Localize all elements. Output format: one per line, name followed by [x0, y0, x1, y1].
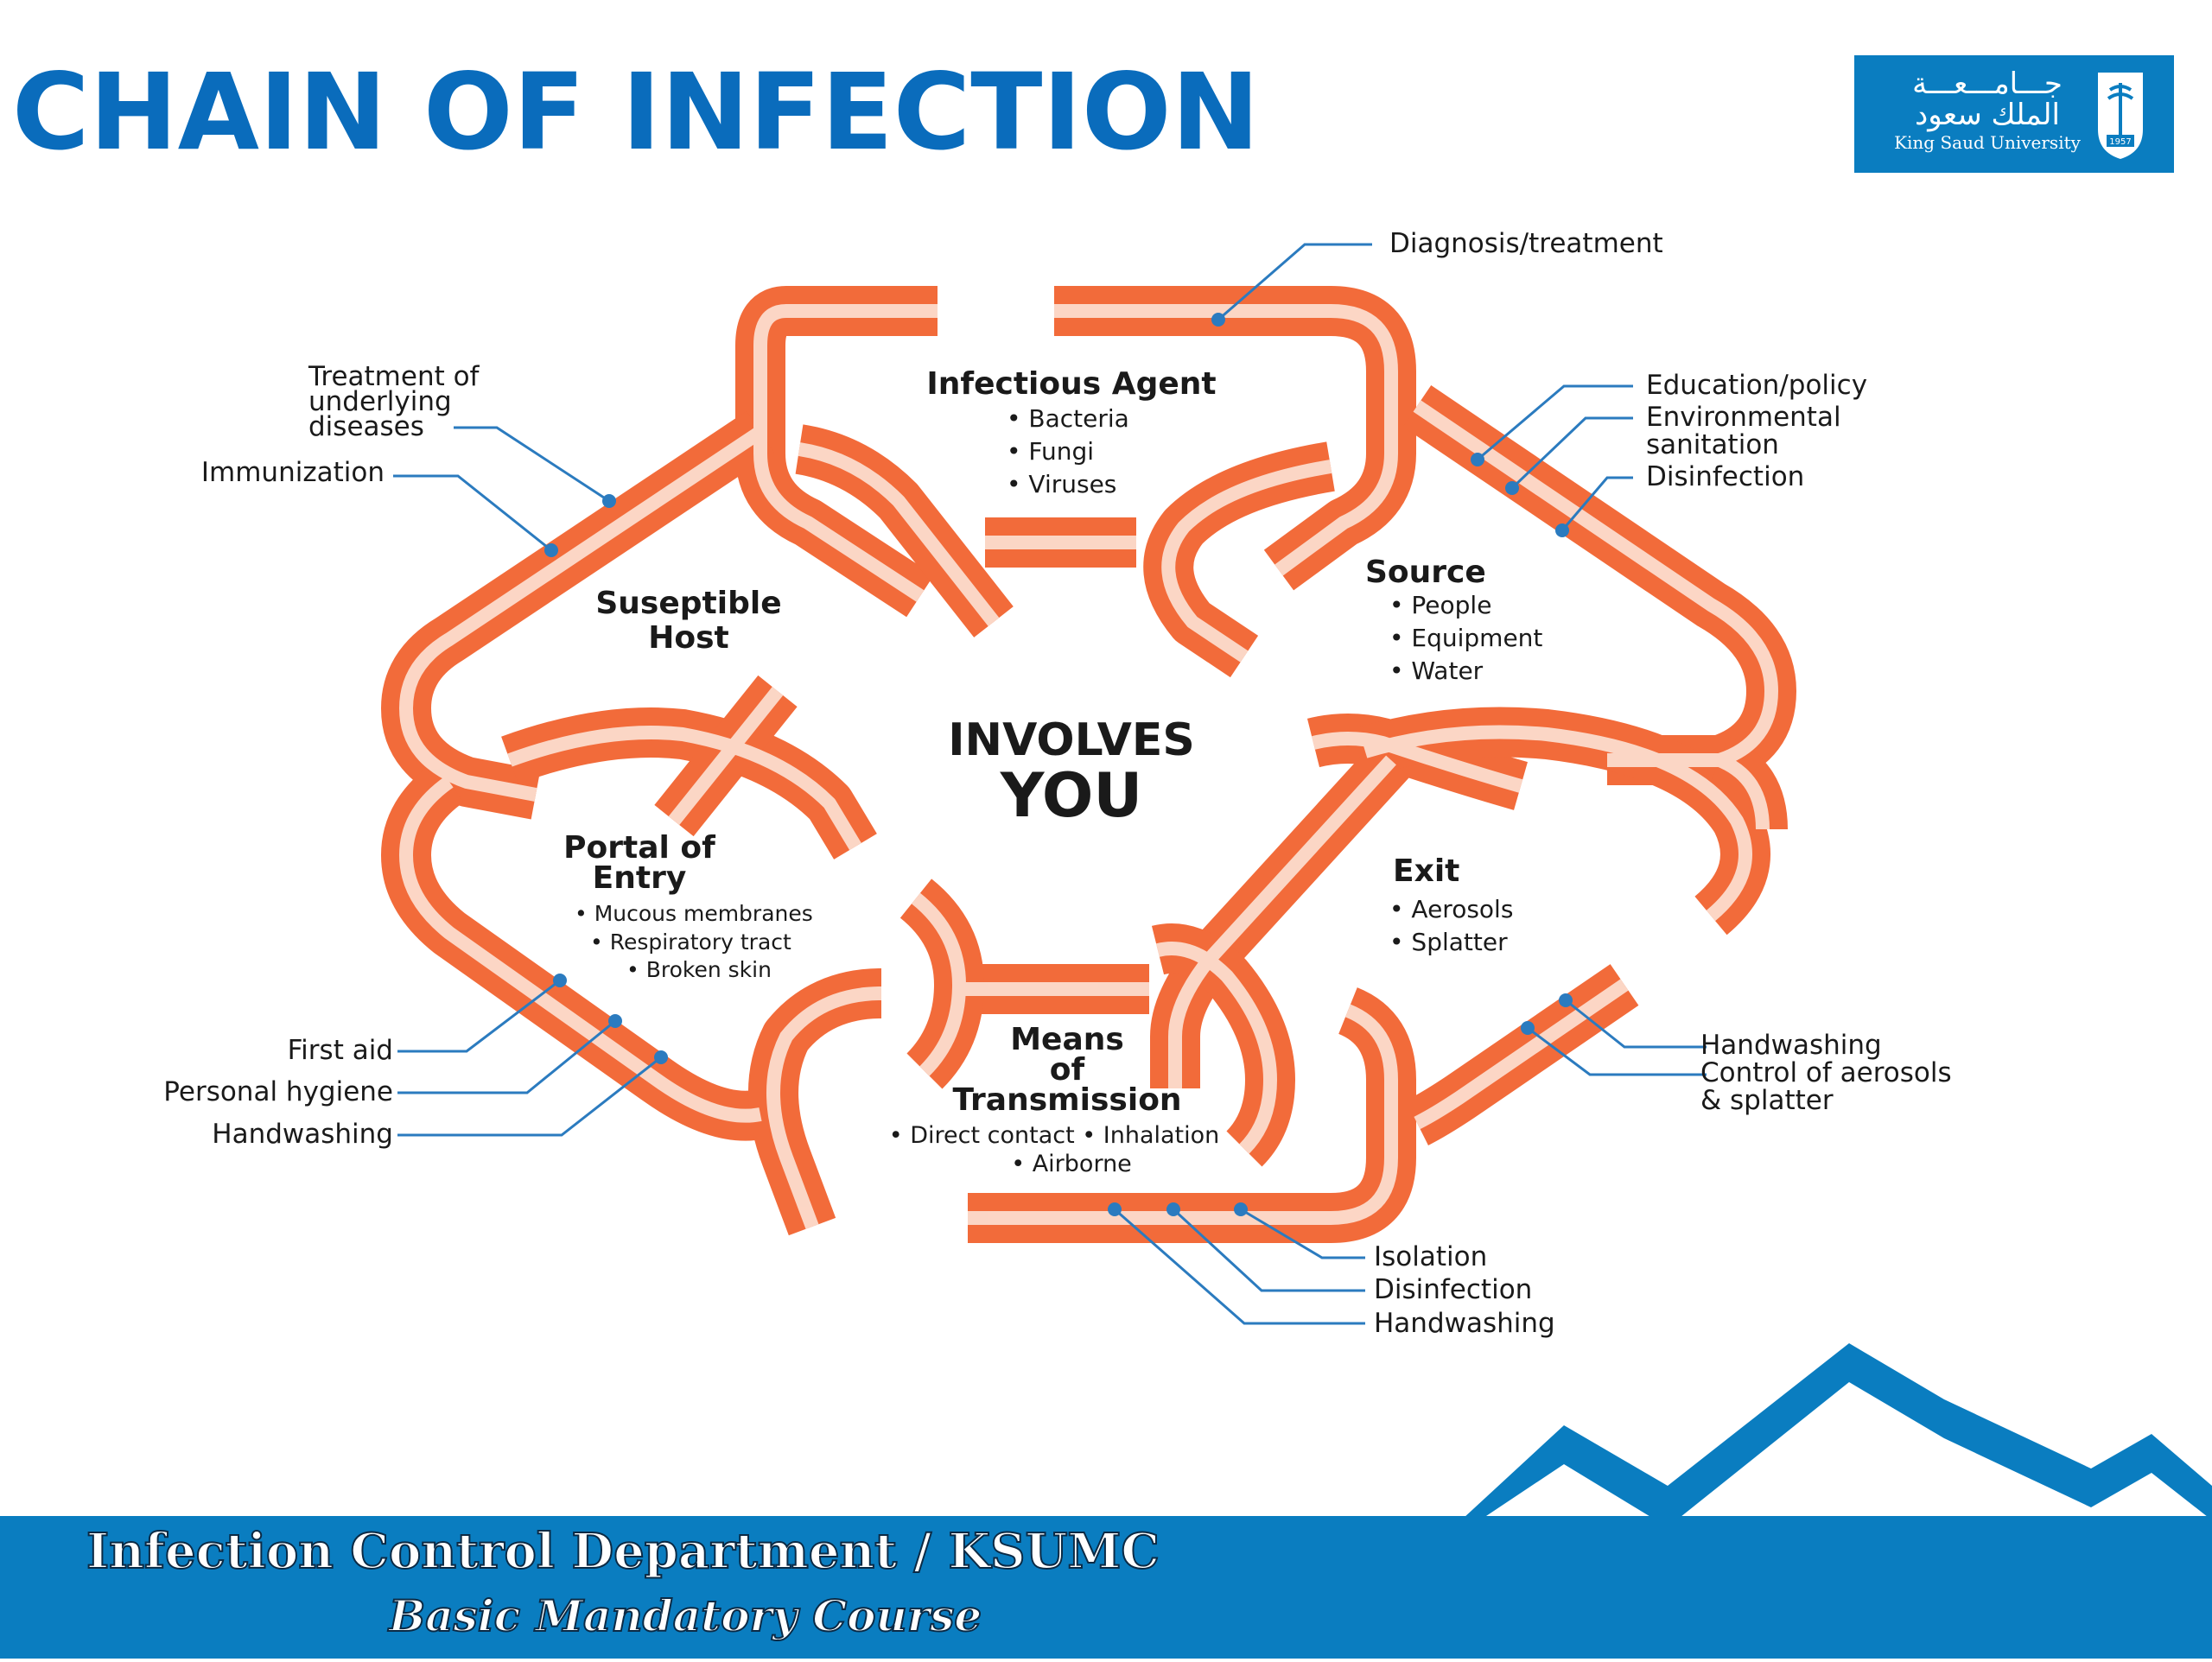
intervention-control-splatter: & splatter [1700, 1085, 1834, 1116]
svg-text:• People: • People [1389, 591, 1491, 619]
label-portal-of-entry: Portal of Entry • Mucous membranes • Res… [563, 830, 813, 982]
center-you: YOU [1000, 760, 1143, 831]
svg-text:• Respiratory tract: • Respiratory tract [590, 929, 791, 955]
svg-text:Means: Means [1010, 1022, 1124, 1057]
intervention-sanitation: sanitation [1646, 429, 1779, 460]
footer-band: Infection Control Department / KSUMC Bas… [0, 1516, 2212, 1659]
intervention-handwashing-right: Handwashing [1700, 1030, 1882, 1061]
svg-text:• Fungi: • Fungi [1007, 437, 1094, 466]
svg-text:Portal of: Portal of [563, 830, 715, 866]
intervention-first-aid: First aid [288, 1035, 393, 1066]
svg-text:Source: Source [1365, 555, 1486, 590]
intervention-disinfection-bottom: Disinfection [1374, 1274, 1532, 1305]
svg-text:• Broken skin: • Broken skin [626, 957, 772, 982]
intervention-treatment-2: underlying [308, 386, 452, 417]
svg-text:• Bacteria: • Bacteria [1007, 404, 1129, 433]
mountain-decoration [1452, 1343, 2212, 1533]
intervention-control-aerosols: Control of aerosols [1700, 1057, 1952, 1088]
intervention-treatment-3: diseases [308, 411, 424, 442]
palm-emblem-icon: 1957 [2098, 73, 2143, 159]
svg-text:Exit: Exit [1393, 853, 1459, 889]
svg-text:of: of [1050, 1052, 1085, 1088]
svg-text:Host: Host [648, 620, 729, 656]
logo-arabic-line1: جـــامـــعـــة [1912, 67, 2063, 101]
label-means-of-transmission: Means of Transmission • Direct contact •… [889, 1022, 1220, 1177]
leader-dots [544, 313, 1573, 1216]
logo-arabic-line2: الملك سعود [1915, 98, 2060, 132]
intervention-handwashing-left: Handwashing [212, 1119, 393, 1150]
leader-lines [393, 243, 1707, 1325]
intervention-handwashing-bottom: Handwashing [1374, 1308, 1555, 1339]
intervention-diagnosis: Diagnosis/treatment [1389, 228, 1663, 259]
svg-text:• Aerosols: • Aerosols [1389, 895, 1513, 923]
svg-text:• Viruses: • Viruses [1007, 470, 1116, 498]
svg-text:• Direct contact • Inhalation: • Direct contact • Inhalation [889, 1122, 1220, 1149]
intervention-disinfection-top: Disinfection [1646, 461, 1804, 492]
label-source: Source • People • Equipment • Water [1365, 555, 1542, 685]
logo-english: King Saud University [1894, 132, 2082, 153]
footer-course: Basic Mandatory Course [387, 1590, 982, 1641]
svg-text:• Splatter: • Splatter [1389, 928, 1508, 956]
svg-text:Transmission: Transmission [952, 1082, 1181, 1118]
footer-department: Infection Control Department / KSUMC [86, 1523, 1160, 1580]
logo-year: 1957 [2109, 137, 2131, 147]
intervention-education: Education/policy [1646, 370, 1867, 401]
intervention-environmental: Environmental [1646, 402, 1841, 433]
intervention-personal-hygiene: Personal hygiene [163, 1076, 393, 1107]
svg-text:• Equipment: • Equipment [1389, 624, 1542, 652]
svg-text:• Mucous membranes: • Mucous membranes [575, 901, 813, 926]
university-logo: جـــامـــعـــة الملك سعود King Saud Univ… [1854, 55, 2174, 173]
svg-text:Infectious Agent: Infectious Agent [926, 366, 1216, 402]
svg-text:Suseptible: Suseptible [595, 586, 781, 621]
intervention-isolation: Isolation [1374, 1241, 1487, 1272]
svg-text:• Airborne: • Airborne [1011, 1151, 1132, 1177]
center-involves: INVOLVES [948, 714, 1195, 766]
svg-text:• Water: • Water [1389, 657, 1484, 685]
page-title: CHAIN OF INFECTION [12, 51, 1260, 174]
chain-diagram [381, 286, 1796, 1243]
svg-text:Entry: Entry [593, 860, 687, 896]
label-infectious-agent: Infectious Agent • Bacteria • Fungi • Vi… [926, 366, 1216, 498]
intervention-labels: Diagnosis/treatment Education/policy Env… [163, 228, 1951, 1339]
label-exit: Exit • Aerosols • Splatter [1389, 853, 1513, 956]
intervention-immunization: Immunization [201, 457, 385, 488]
label-susceptible-host: Suseptible Host [595, 586, 781, 656]
intervention-treatment-1: Treatment of [308, 361, 480, 392]
